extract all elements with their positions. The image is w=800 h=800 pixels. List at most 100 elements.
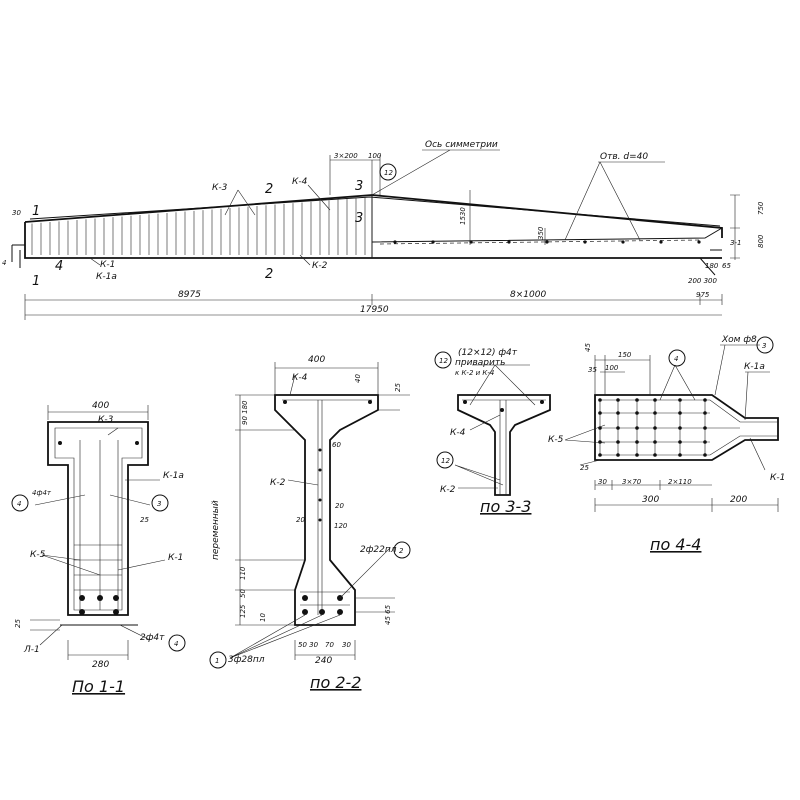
s22-dim-30: 30 bbox=[342, 641, 351, 649]
section-4-4: 45 150 4 Хом ф8 3 К-1а 35 100 К-5 25 К-1… bbox=[548, 335, 785, 554]
cut-4: 4 bbox=[55, 259, 63, 274]
s11-k1a: К-1а bbox=[163, 471, 184, 481]
dim-3x200: 3×200 bbox=[334, 152, 358, 160]
rebar-dot bbox=[598, 398, 602, 402]
rebar-dot bbox=[653, 453, 657, 457]
rebar-dot bbox=[703, 453, 707, 457]
beam-elevation: Ось симметрии Отв. d=40 12 К-3 К-4 К-2 К… bbox=[2, 140, 765, 320]
section-4-4-bars bbox=[598, 398, 707, 457]
rebar-dot bbox=[616, 440, 620, 444]
s11-k1: К-1 bbox=[168, 553, 183, 563]
s22-callout-2: 2 bbox=[399, 547, 404, 555]
callout-12-circle bbox=[379, 163, 397, 181]
s44-dim-300: 300 bbox=[642, 495, 659, 505]
s11-bars2: 2ф4т bbox=[140, 633, 165, 643]
rebar-dot bbox=[616, 426, 620, 430]
s22-k2: К-2 bbox=[270, 478, 286, 488]
s33-k4: К-4 bbox=[450, 428, 466, 438]
s33-title: по 3-3 bbox=[480, 497, 531, 516]
k1a-label: К-1а bbox=[96, 272, 117, 282]
s11-dim-25: 25 bbox=[140, 516, 149, 524]
s22-side-label: переменный bbox=[211, 500, 221, 560]
s44-callout-3: 3 bbox=[762, 342, 766, 350]
dim-1530: 1530 bbox=[459, 207, 467, 225]
s11-bars: 4ф4т bbox=[32, 489, 52, 497]
s22-dim-50-30: 50 30 bbox=[298, 641, 319, 649]
s22-dim-20a: 20 bbox=[335, 502, 344, 510]
cut-1-top: 1 bbox=[32, 204, 40, 219]
rebar-dot bbox=[598, 453, 602, 457]
section-2-2: 400 К-4 40 25 90 180 60 К-2 переменный 2… bbox=[209, 355, 411, 692]
s22-dim-40: 40 bbox=[354, 374, 362, 383]
k31-label: З-1 bbox=[730, 239, 741, 247]
s44-k5: К-5 bbox=[548, 435, 564, 445]
s44-dim-45: 45 bbox=[584, 343, 592, 352]
s11-k5: К-5 bbox=[30, 550, 46, 560]
k2-label: К-2 bbox=[312, 261, 328, 271]
cut-3-top: 3 bbox=[355, 179, 363, 194]
hole-mark bbox=[659, 240, 663, 244]
s11-dim-25b: 25 bbox=[14, 619, 22, 628]
holes bbox=[393, 240, 701, 244]
dim-30: 30 bbox=[12, 209, 21, 217]
rebar-dot bbox=[678, 411, 682, 415]
s44-dim-200: 200 bbox=[730, 495, 747, 505]
cut-2-bottom: 2 bbox=[265, 267, 273, 282]
rebar-dot bbox=[653, 440, 657, 444]
s44-hom: Хом ф8 bbox=[721, 335, 757, 345]
s22-k4: К-4 bbox=[292, 373, 308, 383]
cut-3-bottom: 3 bbox=[355, 211, 363, 226]
s22-dim-240: 240 bbox=[315, 656, 332, 666]
dim-4: 4 bbox=[2, 259, 6, 267]
rebar-dot bbox=[703, 426, 707, 430]
s11-l1: Л-1 bbox=[23, 645, 40, 655]
s33-k2: К-2 bbox=[440, 485, 456, 495]
s22-dim-120: 120 bbox=[334, 522, 348, 530]
s22-dim-125: 125 bbox=[239, 604, 247, 618]
hole-mark bbox=[621, 240, 625, 244]
s22-dim-400: 400 bbox=[308, 355, 325, 365]
rebar-dot bbox=[635, 426, 639, 430]
hole-mark bbox=[507, 240, 511, 244]
rebar-dot bbox=[653, 411, 657, 415]
k3-label: К-3 bbox=[212, 183, 228, 193]
hole-mark bbox=[393, 240, 397, 244]
s44-dim-100: 100 bbox=[605, 364, 619, 372]
hole-mark bbox=[583, 240, 587, 244]
rebar-dot bbox=[598, 440, 602, 444]
s22-dim-25: 25 bbox=[394, 383, 402, 392]
k4-label: К-4 bbox=[292, 177, 308, 187]
hole-mark bbox=[697, 240, 701, 244]
rebar-dot bbox=[635, 453, 639, 457]
rebar-dot bbox=[678, 453, 682, 457]
dim-65: 65 bbox=[722, 262, 731, 270]
dim-180: 180 bbox=[705, 262, 719, 270]
s22-dim-70: 70 bbox=[325, 641, 334, 649]
k1-label: К-1 bbox=[100, 260, 115, 270]
s33-callout-12b: 12 bbox=[441, 457, 450, 465]
rebar-dot bbox=[635, 398, 639, 402]
dim-8x1000: 8×1000 bbox=[510, 290, 546, 300]
dim-800: 800 bbox=[757, 234, 765, 248]
dim-975: 975 bbox=[696, 291, 710, 299]
s44-dim-25: 25 bbox=[580, 464, 589, 472]
s44-title: по 4-4 bbox=[650, 535, 701, 554]
s44-k1a: К-1а bbox=[744, 362, 765, 372]
rebar-dot bbox=[635, 411, 639, 415]
rebar-dot bbox=[616, 453, 620, 457]
dim-200-300: 200 300 bbox=[688, 277, 717, 285]
s22-dim-50: 50 bbox=[239, 589, 247, 598]
s22-bars: 2ф22пл bbox=[360, 545, 397, 555]
s33-note1: приварить bbox=[455, 358, 505, 368]
s33-bars: (12×12) ф4т bbox=[458, 348, 518, 358]
rebar-dot bbox=[635, 440, 639, 444]
rebar-dot bbox=[653, 426, 657, 430]
s44-k1: К-1 bbox=[770, 473, 785, 483]
cut-2-top: 2 bbox=[265, 182, 273, 197]
s44-dim-2x110: 2×110 bbox=[668, 478, 692, 486]
s11-title: По 1-1 bbox=[72, 677, 125, 696]
s22-dim-60: 60 bbox=[332, 441, 341, 449]
stirrups bbox=[31, 197, 366, 255]
s22-bars-bottom: 3ф28пл bbox=[228, 655, 265, 665]
